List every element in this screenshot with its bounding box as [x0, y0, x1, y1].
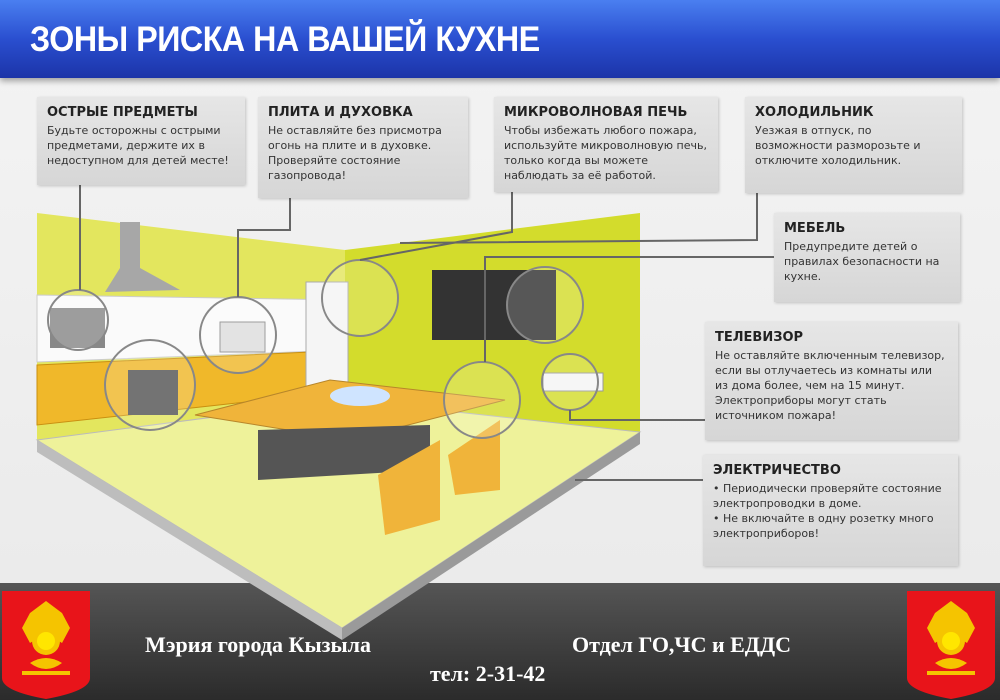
- highlight-chair: [443, 361, 521, 439]
- floor-edge: [37, 440, 342, 640]
- chair: [448, 420, 500, 495]
- connector-lines: [79, 185, 774, 481]
- card-title: МЕБЕЛЬ: [784, 221, 846, 236]
- card-text: Будьте осторожны с острыми предметами, д…: [47, 124, 229, 167]
- card-fridge: ХОЛОДИЛЬНИК Уезжая в отпуск, по возможно…: [745, 97, 962, 193]
- footer-bar: [0, 583, 1000, 700]
- oven: [128, 370, 178, 415]
- card-text: Не оставляйте без присмотра огонь на пли…: [268, 124, 442, 182]
- header-banner: ЗОНЫ РИСКА НА ВАШЕЙ КУХНЕ: [0, 0, 1000, 78]
- card-furniture: МЕБЕЛЬ Предупредите детей о правилах без…: [774, 213, 960, 302]
- range-hood: [105, 222, 180, 292]
- highlight-oven: [104, 339, 196, 431]
- table-base: [258, 425, 430, 480]
- coat-of-arms-icon: [2, 591, 90, 699]
- footer-phone: тел: 2-31-42: [430, 661, 546, 686]
- card-title: ПЛИТА И ДУХОВКА: [268, 105, 413, 120]
- page-title: ЗОНЫ РИСКА НА ВАШЕЙ КУХНЕ: [30, 20, 540, 59]
- highlight-microwave: [199, 296, 277, 374]
- card-electricity: ЭЛЕКТРИЧЕСТВО • Периодически проверяйте …: [703, 455, 958, 566]
- microwave: [219, 321, 266, 353]
- card-title: ЭЛЕКТРИЧЕСТВО: [713, 463, 841, 478]
- highlight-knives: [47, 289, 109, 351]
- footer-department: Отдел ГО,ЧС и ЕДДС: [572, 632, 791, 657]
- card-title: ТЕЛЕВИЗОР: [715, 330, 804, 345]
- card-microwave: МИКРОВОЛНОВАЯ ПЕЧЬ Чтобы избежать любого…: [494, 97, 718, 192]
- card-text: • Не включайте в одну розетку много элек…: [713, 512, 934, 540]
- card-title: МИКРОВОЛНОВАЯ ПЕЧЬ: [504, 105, 688, 120]
- chair: [378, 440, 440, 535]
- card-text: Уезжая в отпуск, по возможности размороз…: [755, 124, 921, 167]
- card-text: Чтобы избежать любого пожара, используйт…: [504, 124, 707, 182]
- tv: [432, 270, 556, 340]
- coat-of-arms-icon: [907, 591, 995, 699]
- card-text: Не оставляйте включенным телевизор, если…: [715, 349, 945, 422]
- card-text: Предупредите детей о правилах безопаснос…: [784, 240, 940, 283]
- knife-rack: [50, 308, 105, 348]
- card-text: • Периодически проверяйте состояние элек…: [713, 482, 942, 510]
- highlight-socket: [541, 353, 599, 411]
- card-stove-oven: ПЛИТА И ДУХОВКА Не оставляйте без присмо…: [258, 97, 468, 198]
- highlight-fridge: [321, 259, 399, 337]
- footer-city-hall: Мэрия города Кызыла: [145, 632, 372, 657]
- card-sharp-objects: ОСТРЫЕ ПРЕДМЕТЫ Будьте осторожны с остры…: [37, 97, 245, 185]
- fruit-bowl: [330, 386, 390, 406]
- card-title: ОСТРЫЕ ПРЕДМЕТЫ: [47, 105, 198, 120]
- card-tv: ТЕЛЕВИЗОР Не оставляйте включенным телев…: [705, 322, 958, 440]
- highlight-tv: [506, 266, 584, 344]
- floor-edge-right: [342, 432, 640, 640]
- card-title: ХОЛОДИЛЬНИК: [755, 105, 874, 120]
